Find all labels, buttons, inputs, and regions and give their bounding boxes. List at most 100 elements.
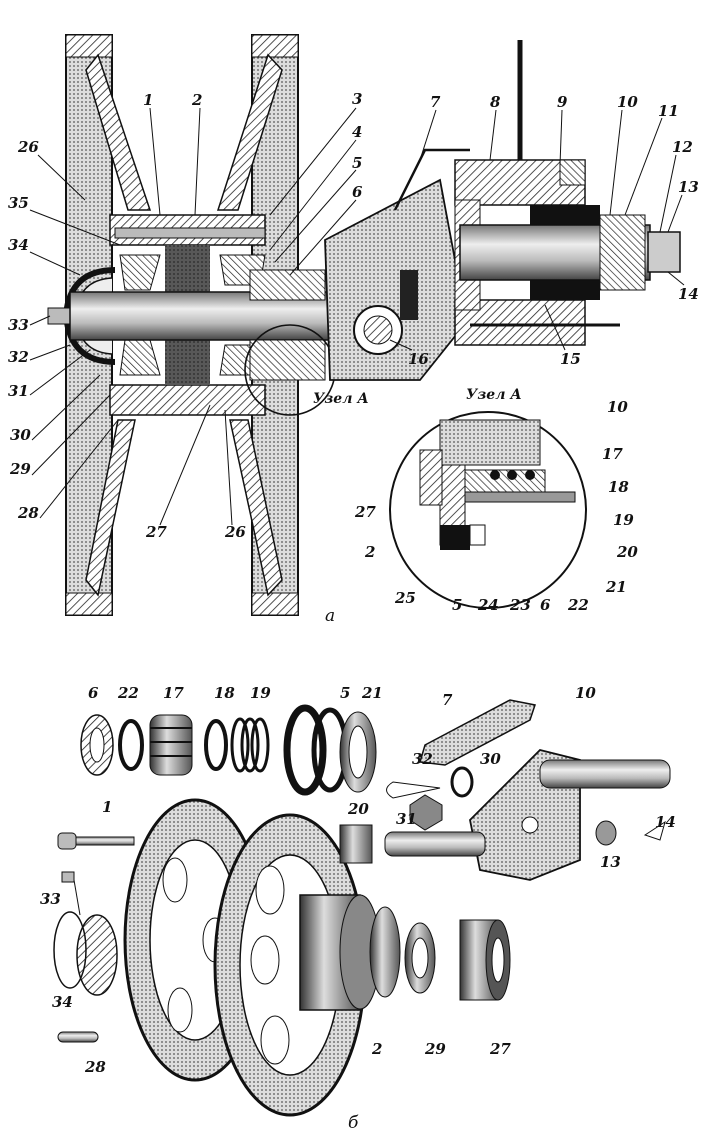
- label-a-7: 7: [430, 93, 441, 111]
- label-a-27: 27: [146, 523, 167, 541]
- label-d-18: 18: [608, 478, 629, 496]
- label-a-15: 15: [560, 350, 581, 368]
- label-b-6: 6: [88, 684, 99, 702]
- node-a-detail: [389, 411, 587, 609]
- label-d-23: 23: [510, 596, 531, 614]
- seal-housing-top: [249, 269, 326, 301]
- label-b-32: 32: [412, 750, 433, 768]
- part-33-fitting: [61, 871, 75, 883]
- part-20-bushing: [339, 824, 373, 864]
- part-27-bearing: [459, 919, 511, 1001]
- label-a-12: 12: [672, 138, 693, 156]
- label-d-25: 25: [395, 589, 416, 607]
- label-a-8: 8: [490, 93, 501, 111]
- label-b-17: 17: [163, 684, 184, 702]
- label-a-35: 35: [8, 194, 29, 212]
- seal-housing-bottom: [249, 339, 326, 381]
- part-28-pin: [57, 1031, 99, 1043]
- part-32-pin: [386, 781, 441, 799]
- label-b-34: 34: [52, 993, 73, 1011]
- part-31-nut: [409, 794, 443, 831]
- label-b-5: 5: [340, 684, 351, 702]
- shield-7: [393, 148, 470, 211]
- label-d-10: 10: [607, 398, 628, 416]
- part-22-ring: [118, 719, 144, 771]
- label-a-29: 29: [10, 460, 31, 478]
- label-a-28: 28: [18, 504, 39, 522]
- hub-section: [109, 214, 266, 416]
- label-b-31: 31: [396, 810, 417, 828]
- part-17-spring: [149, 714, 193, 776]
- part-19-spring: [230, 717, 270, 773]
- label-d-20: 20: [617, 543, 638, 561]
- label-a-9: 9: [557, 93, 568, 111]
- section-view: [47, 34, 681, 616]
- part-1-bolt: [57, 832, 135, 850]
- label-a-4: 4: [352, 123, 363, 141]
- part-14-pin: [643, 820, 666, 841]
- label-d-17: 17: [602, 445, 623, 463]
- label-a-3: 3: [352, 90, 363, 108]
- castle-nut: [647, 231, 681, 273]
- part-2-gear-right: [213, 813, 367, 1117]
- label-a-26-top: 26: [18, 138, 39, 156]
- label-a-31: 31: [8, 382, 29, 400]
- label-b-28: 28: [85, 1058, 106, 1076]
- label-a-13: 13: [678, 178, 699, 196]
- label-b-29: 29: [425, 1040, 446, 1058]
- label-b-18: 18: [214, 684, 235, 702]
- part-18-ring: [204, 719, 228, 771]
- label-a-10: 10: [617, 93, 638, 111]
- part-7-plate: [419, 699, 536, 766]
- label-d-6: 6: [540, 596, 551, 614]
- label-d-5: 5: [452, 596, 463, 614]
- detail-title: Узел А: [466, 387, 522, 403]
- label-d-24: 24: [478, 596, 499, 614]
- label-a-34: 34: [8, 236, 29, 254]
- label-a-2: 2: [192, 91, 203, 109]
- grease-fitting: [559, 159, 586, 186]
- label-a-16: 16: [408, 350, 429, 368]
- part-13-nut: [595, 820, 617, 846]
- label-b-19: 19: [250, 684, 271, 702]
- label-a-6: 6: [352, 183, 363, 201]
- label-b-13: 13: [600, 853, 621, 871]
- label-a-1: 1: [143, 91, 154, 109]
- label-d-21: 21: [606, 578, 627, 596]
- exploded-view: [53, 699, 671, 1117]
- callout-node-a-label: Узел А: [313, 391, 369, 407]
- label-b-30: 30: [480, 750, 501, 768]
- label-a-26-bottom: 26: [225, 523, 246, 541]
- label-d-27: 27: [355, 503, 376, 521]
- flange-bottom: [454, 299, 586, 346]
- part-b-letter: б: [348, 1113, 359, 1133]
- part-10-knuckle: [384, 749, 671, 881]
- leader-lines: [29, 107, 685, 526]
- label-b-2: 2: [372, 1040, 383, 1058]
- label-b-33: 33: [40, 890, 61, 908]
- label-b-27: 27: [490, 1040, 511, 1058]
- label-a-5: 5: [352, 154, 363, 172]
- label-d-19: 19: [613, 511, 634, 529]
- label-b-10: 10: [575, 684, 596, 702]
- part-29-collar: [369, 906, 401, 998]
- label-d-2: 2: [365, 543, 376, 561]
- knuckle-section: [324, 178, 461, 381]
- label-a-11: 11: [658, 102, 679, 120]
- label-b-21: 21: [362, 684, 383, 702]
- part-a-letter: а: [325, 606, 336, 626]
- outer-race: [599, 214, 646, 291]
- label-b-20: 20: [348, 800, 369, 818]
- label-b-7: 7: [442, 691, 453, 709]
- part-5-ring: [283, 704, 327, 796]
- part-34-cap: [76, 914, 118, 996]
- part-30-washer: [450, 766, 474, 798]
- label-a-33: 33: [8, 316, 29, 334]
- label-a-30: 30: [10, 426, 31, 444]
- label-a-14: 14: [678, 285, 699, 303]
- label-a-32: 32: [8, 348, 29, 366]
- label-d-22: 22: [568, 596, 589, 614]
- label-b-22: 22: [118, 684, 139, 702]
